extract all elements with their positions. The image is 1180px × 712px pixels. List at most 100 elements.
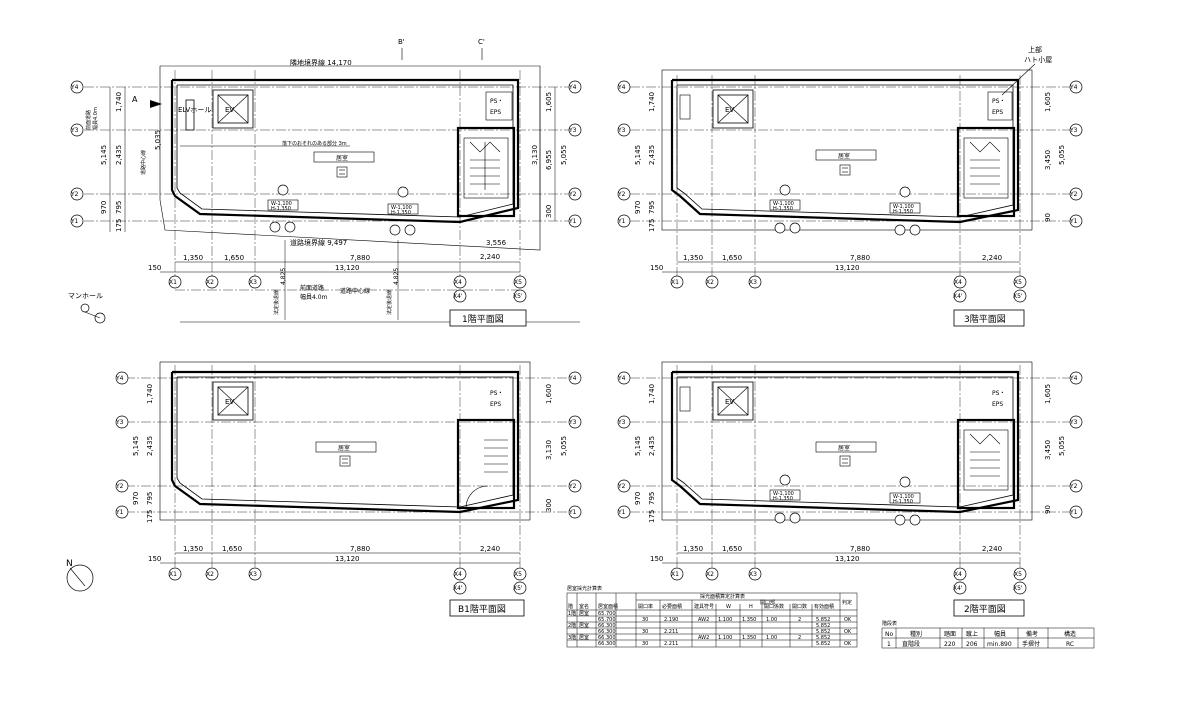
f1-y2-r: Y2 <box>568 191 577 198</box>
r5c4: 2.211 <box>664 641 678 647</box>
f2-x5: X5 <box>1014 571 1022 578</box>
r3c3: 30 <box>642 629 648 635</box>
st-r6: RC <box>1066 641 1074 648</box>
b1-x3: X3 <box>249 571 257 578</box>
lighting-table: 居室採光計算表 採光面積算定計算表 開口部 階 室名 居室面積 開口率 必要面積… <box>566 585 858 648</box>
lighting-table-subsub: 開口部 <box>760 599 775 606</box>
r1c10: 5.852 <box>816 617 830 623</box>
dim-5145-b1: 5,145 <box>132 436 140 456</box>
eps-label-3f: EPS <box>992 109 1003 116</box>
front-road-left: 前面道路 <box>85 110 92 130</box>
st-h1: 種別 <box>910 630 922 638</box>
win3-h-2: H-1,350 <box>893 209 913 215</box>
lighting-table-subtitle: 採光面積算定計算表 <box>700 593 745 600</box>
dim-5035: 5,035 <box>154 130 162 150</box>
road-center-h: 道路中心線 <box>340 287 370 295</box>
f2-y1-r: Y1 <box>1069 509 1078 516</box>
ps-label-2f: PS・ <box>992 390 1005 397</box>
r2c2: 66.300 <box>598 623 616 629</box>
r3c4: 2.211 <box>664 629 678 635</box>
f1-y3: Y3 <box>70 127 79 134</box>
f2-x5p: X5' <box>1013 585 1023 592</box>
ps-label-3f: PS・ <box>992 98 1005 105</box>
b1-x4: X4 <box>454 571 462 578</box>
setback-1: 法定後退線 <box>273 290 280 315</box>
dim-175-b1: 175 <box>146 510 154 523</box>
b1-x1: X1 <box>169 571 177 578</box>
f2-x2: X2 <box>706 571 714 578</box>
r4c0: 3階 <box>568 634 576 641</box>
b1-y1-r: Y1 <box>568 509 577 516</box>
dim-5145-f1: 5,145 <box>100 145 108 165</box>
dim-150-f1: 150 <box>148 264 161 272</box>
front-road-left-width: 幅員4.0m <box>92 107 99 130</box>
r1c7: 1.350 <box>742 617 756 623</box>
f1-x3: X3 <box>249 279 257 286</box>
dim-2240-3f: 2,240 <box>982 254 1002 262</box>
f3-x3: X3 <box>749 279 757 286</box>
b1-y4: Y4 <box>115 375 124 382</box>
dim-175-3f: 175 <box>648 219 656 232</box>
f1-y4: Y4 <box>70 84 79 91</box>
room-label: 居室 <box>336 154 348 162</box>
lighting-table-title: 居室採光計算表 <box>567 585 602 592</box>
dim-1600-b1: 1,600 <box>545 384 553 404</box>
boundary-top: 隣地境界線 14,170 <box>290 58 352 67</box>
th-ratio: 開口率 <box>638 603 653 610</box>
f1-x4: X4 <box>454 279 462 286</box>
dim-4825-a: 4,825 <box>280 268 287 285</box>
b1-y2-r: Y2 <box>568 483 577 490</box>
f2-y1: Y1 <box>617 509 626 516</box>
dim-4825-b: 4,825 <box>393 268 400 285</box>
f2-y4-r: Y4 <box>1069 375 1078 382</box>
title-3f: 3階平面図 <box>964 314 1006 325</box>
dim-1740-3f: 1,740 <box>648 92 656 112</box>
f2-y3-r: Y3 <box>1069 419 1078 426</box>
dim-175-f1: 175 <box>115 219 123 232</box>
th-room: 室名 <box>579 603 589 610</box>
dim-300-b1: 300 <box>545 499 553 512</box>
dim-2435-b1: 2,435 <box>146 436 154 456</box>
setback-2: 法定後退線 <box>386 290 393 315</box>
title-2f: 2階平面図 <box>964 604 1006 615</box>
st-h6: 構造 <box>1064 630 1076 638</box>
th-eff: 有効面積 <box>814 603 834 610</box>
f1-x4p: X4' <box>453 293 463 300</box>
dim-1605-f1: 1,605 <box>545 92 553 112</box>
f2-y4: Y4 <box>617 375 626 382</box>
r5c10: 5.852 <box>816 641 830 647</box>
f1-x1: X1 <box>169 279 177 286</box>
dim-175-2f: 175 <box>648 510 656 523</box>
st-r4: min.890 <box>987 641 1012 648</box>
b1-y2: Y2 <box>115 483 124 490</box>
f3-y2: Y2 <box>617 191 626 198</box>
r5c3: 30 <box>642 641 648 647</box>
lighting-table-body: 1階 居室 65.700 65.700 30 2.190 AW2 1.100 1… <box>568 610 852 647</box>
r0c0: 1階 <box>568 610 576 617</box>
hatch-1: 上部 <box>1028 45 1042 54</box>
dim-5055-b1: 5,055 <box>560 436 568 456</box>
dim-1605-3f: 1,605 <box>1044 92 1052 112</box>
dim-3556: 3,556 <box>486 239 507 247</box>
win2-w-1: W-1,100 <box>773 491 794 497</box>
dim-970-3f: 970 <box>634 201 642 214</box>
f3-y3: Y3 <box>617 127 626 134</box>
plan-2f: EV PS・ EPS 居室 W-1,100 H-1,350 W-1,100 H-… <box>617 361 1083 617</box>
f1-y1-r: Y1 <box>568 218 577 225</box>
f2-x4p: X4' <box>953 585 963 592</box>
dim-795-2f: 795 <box>648 492 656 505</box>
win2-h-1: H-1,350 <box>773 496 793 502</box>
r4c6: 1.100 <box>718 635 732 641</box>
f2-y2: Y2 <box>617 483 626 490</box>
stair-table: 階段表 No 種別 踏面 蹴上 幅員 備考 構造 1 直階段 220 206 m… <box>881 620 1095 649</box>
dim-2240-b1: 2,240 <box>480 545 500 553</box>
r5c2: 66.300 <box>598 641 616 647</box>
win3-w-1: W-1,100 <box>773 201 794 207</box>
b1-y4-r: Y4 <box>568 375 577 382</box>
dim-3130-b1: 3,130 <box>545 440 553 460</box>
b1-y3-r: Y3 <box>568 419 577 426</box>
r1c8: 1.00 <box>766 617 777 623</box>
dim-total-b1: 13,120 <box>335 555 360 563</box>
win-h-1: H-1,350 <box>271 206 291 212</box>
